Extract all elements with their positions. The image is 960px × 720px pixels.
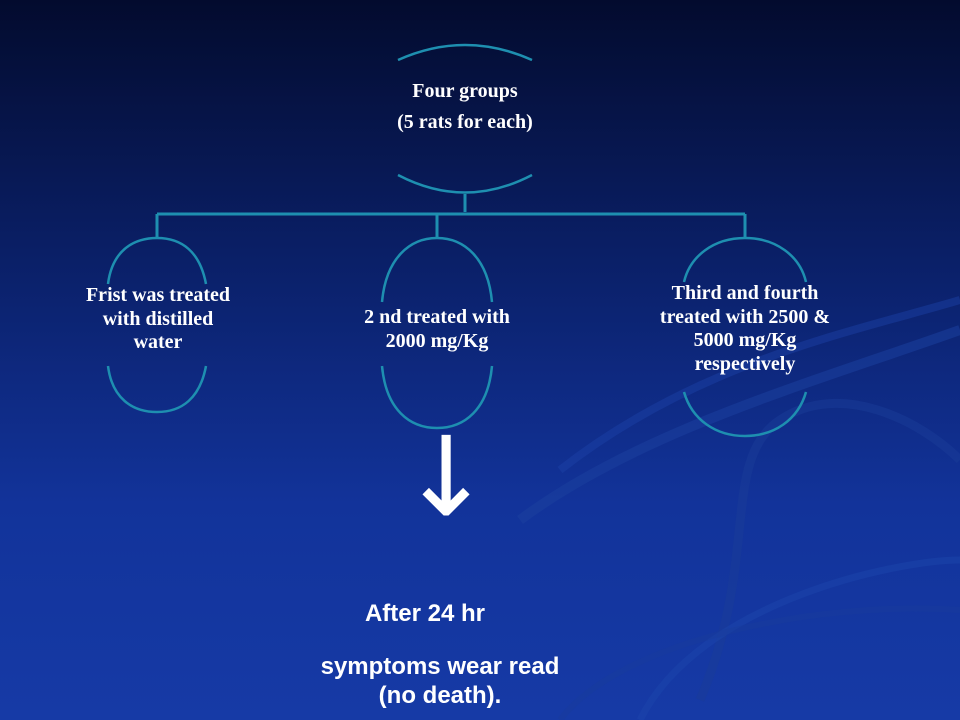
child-node-1-line: Frist was treated: [85, 284, 231, 306]
root-node-top-arc: [397, 43, 533, 62]
child-node-3-label: Third and fourth treated with 2500 & 500…: [610, 282, 880, 376]
root-node-bottom-arc: [397, 173, 533, 194]
child-node-3-line: respectively: [694, 352, 796, 375]
down-arrow-icon: ↓: [400, 413, 493, 541]
child-node-3-line: 5000 mg/Kg: [693, 329, 797, 352]
child-node-3-shape: [682, 236, 808, 438]
result-note-observation: symptoms wear read (no death).: [240, 652, 640, 711]
connector-lines: [155, 194, 747, 238]
result-note-time: After 24 hr: [364, 600, 486, 627]
child-node-3-line: treated with 2500 &: [659, 305, 831, 328]
result-note-line: (no death).: [378, 682, 502, 710]
child-node-2-label: 2 nd treated with 2000 mg/Kg: [322, 306, 552, 353]
child-node-1-line: water: [133, 331, 183, 354]
child-node-1-label: Frist was treated with distilled water: [48, 284, 268, 355]
root-node-label: Four groups (5 rats for each): [330, 76, 600, 138]
root-node-line: (5 rats for each): [397, 111, 533, 133]
child-node-1-line: with distilled: [102, 307, 214, 330]
child-node-2-line: 2 nd treated with: [364, 306, 510, 328]
child-node-3-line: Third and fourth: [671, 282, 819, 304]
child-node-2-shape: [380, 236, 494, 430]
child-node-1-shape: [106, 236, 208, 414]
root-node-line: Four groups: [412, 80, 518, 102]
child-node-2-line: 2000 mg/Kg: [385, 329, 489, 352]
result-note-line: symptoms wear read: [320, 653, 560, 680]
